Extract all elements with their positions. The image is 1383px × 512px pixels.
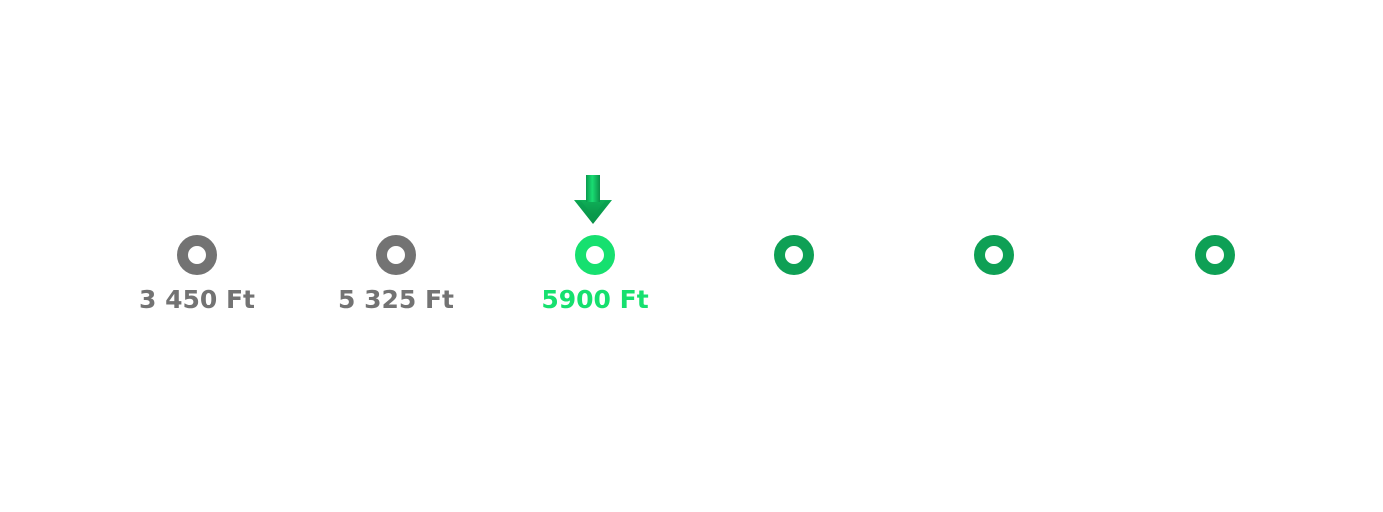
step-5: [894, 0, 1094, 512]
step-ring: [974, 235, 1014, 275]
step-4: [694, 0, 894, 512]
step-ring: [376, 235, 416, 275]
step-6: [1115, 0, 1315, 512]
step-price: 3 450 Ft: [138, 285, 255, 314]
step-2: 5 325 Ft: [296, 0, 496, 512]
step-ring: [774, 235, 814, 275]
step-ring: [1195, 235, 1235, 275]
down-arrow-icon: [574, 175, 612, 224]
step-3-current: 5900 Ft: [495, 0, 695, 512]
step-ring: [575, 235, 615, 275]
step-ring: [177, 235, 217, 275]
step-price: 5900 Ft: [541, 285, 649, 314]
step-1: 3 450 Ft: [97, 0, 297, 512]
step-price: 5 325 Ft: [337, 285, 454, 314]
